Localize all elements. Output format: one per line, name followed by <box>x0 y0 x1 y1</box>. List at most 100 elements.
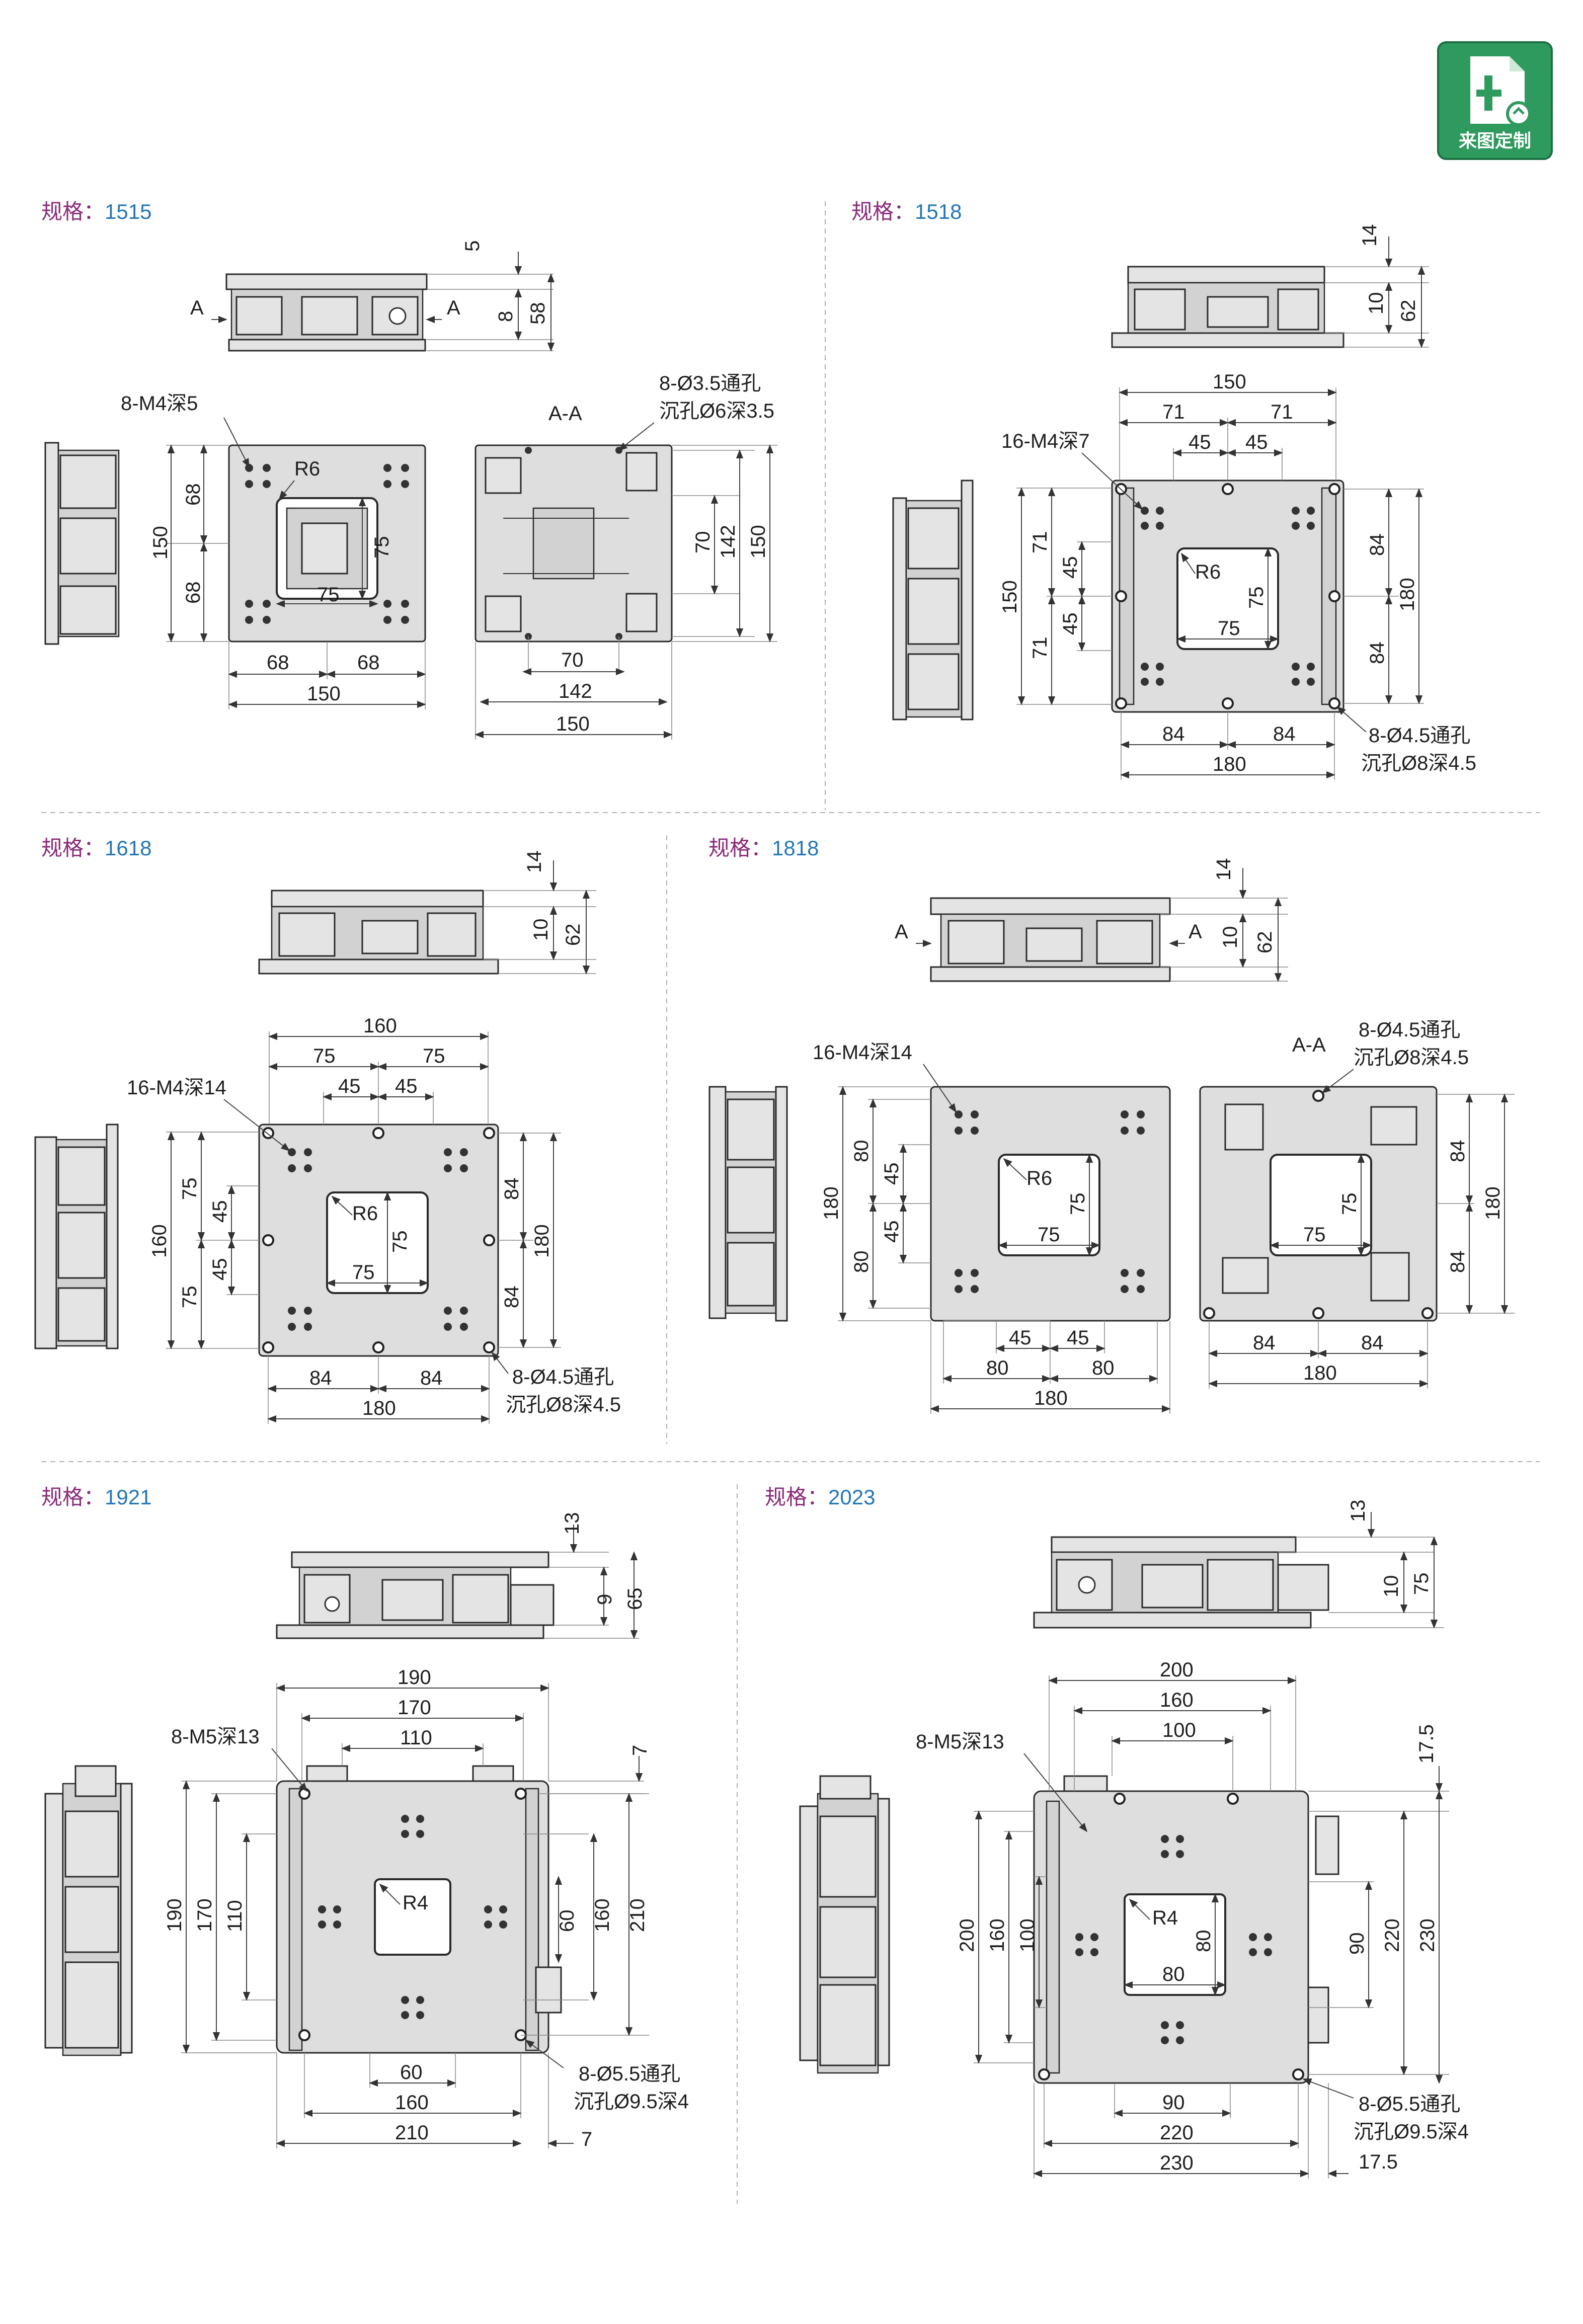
svg-text:80: 80 <box>1092 1357 1115 1379</box>
svg-text:10: 10 <box>530 919 552 941</box>
svg-text:R6: R6 <box>352 1203 378 1225</box>
svg-text:75: 75 <box>1303 1224 1326 1246</box>
svg-text:75: 75 <box>1218 617 1240 639</box>
svg-text:75: 75 <box>1338 1193 1361 1216</box>
svg-text:170: 170 <box>398 1697 431 1719</box>
svg-text:8-Ø5.5通孔: 8-Ø5.5通孔 <box>1359 2093 1460 2115</box>
plan-view-1618 <box>258 1124 499 1357</box>
svg-text:R6: R6 <box>1195 561 1221 583</box>
svg-text:180: 180 <box>531 1224 553 1258</box>
side-view-1618 <box>258 890 499 975</box>
svg-text:7: 7 <box>581 2128 592 2150</box>
side-view-1515 <box>225 273 428 352</box>
svg-text:62: 62 <box>1397 300 1419 323</box>
svg-text:80: 80 <box>1162 1963 1185 1985</box>
svg-text:沉孔Ø6深3.5: 沉孔Ø6深3.5 <box>659 400 774 422</box>
side-view-1818 <box>930 897 1171 982</box>
svg-text:45: 45 <box>209 1258 231 1281</box>
svg-text:8-Ø5.5通孔: 8-Ø5.5通孔 <box>579 2063 680 2085</box>
svg-text:100: 100 <box>1016 1918 1039 1952</box>
svg-text:75: 75 <box>389 1231 411 1253</box>
section-1921: 规格：1921 13 9 65 <box>41 1485 689 2150</box>
svg-text:110: 110 <box>400 1727 432 1749</box>
svg-text:150: 150 <box>999 580 1021 614</box>
svg-text:45: 45 <box>1059 556 1081 579</box>
svg-text:180: 180 <box>820 1186 842 1220</box>
svg-text:沉孔Ø9.5深4: 沉孔Ø9.5深4 <box>1354 2121 1469 2143</box>
svg-text:5: 5 <box>461 241 484 252</box>
svg-text:150: 150 <box>747 525 769 558</box>
svg-text:71: 71 <box>1029 531 1051 554</box>
svg-text:68: 68 <box>267 652 289 674</box>
svg-text:沉孔Ø8深4.5: 沉孔Ø8深4.5 <box>506 1394 621 1416</box>
section-2023: 规格：2023 13 10 75 <box>765 1485 1469 2179</box>
svg-text:110: 110 <box>224 1900 246 1932</box>
svg-text:84: 84 <box>1447 1140 1469 1163</box>
svg-text:160: 160 <box>1160 1689 1194 1711</box>
svg-text:180: 180 <box>1482 1186 1504 1220</box>
svg-text:80: 80 <box>850 1251 873 1273</box>
custom-drawing-badge[interactable]: 来图定制 <box>1437 41 1553 160</box>
svg-text:14: 14 <box>1359 224 1381 247</box>
svg-text:84: 84 <box>1361 1332 1384 1354</box>
svg-text:220: 220 <box>1160 2122 1194 2144</box>
svg-text:8-Ø4.5通孔: 8-Ø4.5通孔 <box>1369 725 1470 747</box>
svg-text:A-A: A-A <box>1292 1034 1326 1056</box>
svg-text:60: 60 <box>400 2061 423 2083</box>
svg-text:13: 13 <box>1347 1500 1369 1522</box>
svg-text:230: 230 <box>1160 2152 1194 2174</box>
svg-text:80: 80 <box>986 1357 1009 1379</box>
svg-text:71: 71 <box>1271 401 1293 423</box>
spec-label-1921: 规格：1921 <box>41 1485 151 1509</box>
svg-text:R4: R4 <box>403 1892 428 1914</box>
svg-text:100: 100 <box>1162 1719 1196 1741</box>
svg-text:200: 200 <box>1160 1659 1194 1681</box>
svg-text:62: 62 <box>1254 931 1276 954</box>
svg-text:180: 180 <box>1303 1362 1337 1384</box>
svg-text:84: 84 <box>1162 723 1185 745</box>
side-view-1518 <box>1111 266 1344 348</box>
end-view-2023 <box>799 1775 890 2074</box>
svg-text:190: 190 <box>398 1666 431 1689</box>
svg-text:210: 210 <box>395 2122 429 2144</box>
svg-text:14: 14 <box>523 851 545 873</box>
svg-text:17.5: 17.5 <box>1415 1724 1438 1764</box>
end-view-1618 <box>34 1124 119 1349</box>
section-1618: 规格：1618 14 10 62 <box>34 836 621 1424</box>
svg-text:75: 75 <box>371 536 393 559</box>
svg-text:180: 180 <box>1396 578 1418 611</box>
section-1518: 规格：1518 14 10 62 <box>851 200 1476 780</box>
svg-text:8: 8 <box>495 311 517 322</box>
svg-text:45: 45 <box>881 1163 903 1185</box>
svg-text:142: 142 <box>717 525 739 558</box>
svg-text:75: 75 <box>1410 1573 1433 1595</box>
svg-text:9: 9 <box>594 1594 616 1605</box>
svg-text:68: 68 <box>182 582 204 604</box>
blueprint-icon <box>1470 56 1531 126</box>
svg-text:R4: R4 <box>1152 1907 1178 1929</box>
svg-text:84: 84 <box>501 1178 523 1200</box>
section-aa-title: A-A <box>548 403 582 425</box>
note-radius: R6 <box>294 458 320 480</box>
svg-text:75: 75 <box>317 584 340 606</box>
svg-text:A: A <box>1189 921 1202 943</box>
svg-text:180: 180 <box>1034 1387 1068 1409</box>
svg-text:84: 84 <box>1366 642 1388 665</box>
section-view-1515 <box>474 444 673 643</box>
plan-view-1518 <box>1111 479 1344 713</box>
spec-label-1518: 规格：1518 <box>851 200 962 223</box>
svg-text:75: 75 <box>313 1045 336 1067</box>
svg-text:230: 230 <box>1416 1918 1439 1952</box>
svg-text:160: 160 <box>148 1224 171 1258</box>
svg-text:80: 80 <box>850 1140 873 1163</box>
svg-text:150: 150 <box>307 683 341 705</box>
svg-text:71: 71 <box>1029 637 1051 660</box>
side-view-1921 <box>276 1551 555 1639</box>
spec-label-2023: 规格：2023 <box>765 1485 875 1509</box>
svg-text:75: 75 <box>1067 1193 1089 1216</box>
svg-text:75: 75 <box>179 1286 201 1309</box>
svg-text:A: A <box>895 921 908 943</box>
svg-text:45: 45 <box>881 1221 903 1243</box>
svg-text:210: 210 <box>626 1898 649 1932</box>
